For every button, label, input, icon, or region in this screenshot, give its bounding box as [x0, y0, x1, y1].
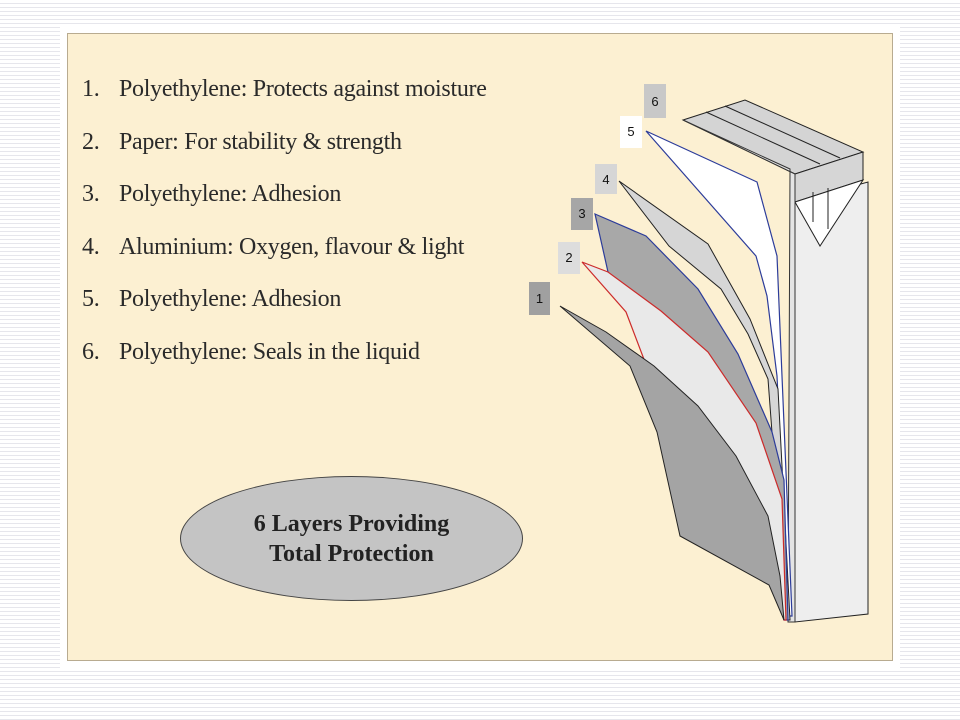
layer-label-3: 3	[571, 198, 593, 230]
carton-front	[794, 181, 869, 623]
layer-number: 2.	[82, 128, 100, 155]
layer-label-6: 6	[644, 84, 666, 118]
layer-description: Polyethylene: Adhesion	[119, 286, 342, 313]
layer-label-number: 2	[565, 250, 572, 265]
layer-label-4: 4	[595, 164, 617, 194]
layer-label-5: 5	[620, 116, 642, 148]
layer-label-number: 1	[536, 291, 543, 306]
layer-label-box	[595, 164, 617, 194]
layer-description: Polyethylene: Seals in the liquid	[119, 338, 420, 365]
layer-description: Aluminium: Oxygen, flavour & light	[119, 233, 465, 260]
layer-number: 6.	[82, 338, 100, 365]
layer-description: Paper: For stability & strength	[119, 128, 402, 155]
summary-text: 6 Layers Providing Total Protection	[253, 510, 450, 567]
layer-6-sheet	[682, 119, 796, 623]
layer-description: Polyethylene: Protects against moisture	[119, 76, 487, 102]
layer-number: 3.	[82, 181, 100, 208]
layer-label-number: 5	[627, 124, 634, 139]
carton-seal-line	[724, 105, 841, 159]
layer-label-box	[620, 116, 642, 148]
layer-label-2: 2	[558, 242, 580, 274]
layer-label-1: 1	[529, 282, 550, 315]
layer-number: 1.	[82, 76, 100, 102]
layer-number: 5.	[82, 286, 100, 313]
carton-seal-line	[705, 111, 821, 165]
layer-label-box	[558, 242, 580, 274]
carton-layers-illustration: 1 2 3 4 5 6	[529, 84, 869, 623]
layer-label-box	[644, 84, 666, 118]
layer-label-box	[571, 198, 593, 230]
layer-label-number: 6	[651, 94, 658, 109]
diagram-panel: 1. Polyethylene: Protects against moistu…	[67, 33, 893, 661]
carton	[681, 99, 869, 623]
layer-label-number: 4	[602, 172, 609, 187]
layer-number: 4.	[82, 233, 100, 260]
layer-label-number: 3	[578, 206, 585, 221]
layer-label-box	[529, 282, 550, 315]
layer-description: Polyethylene: Adhesion	[119, 181, 342, 208]
carton-gable-fold	[794, 179, 865, 247]
summary-ellipse: 6 Layers Providing Total Protection	[180, 476, 523, 601]
layer-1-sheet	[559, 305, 785, 621]
